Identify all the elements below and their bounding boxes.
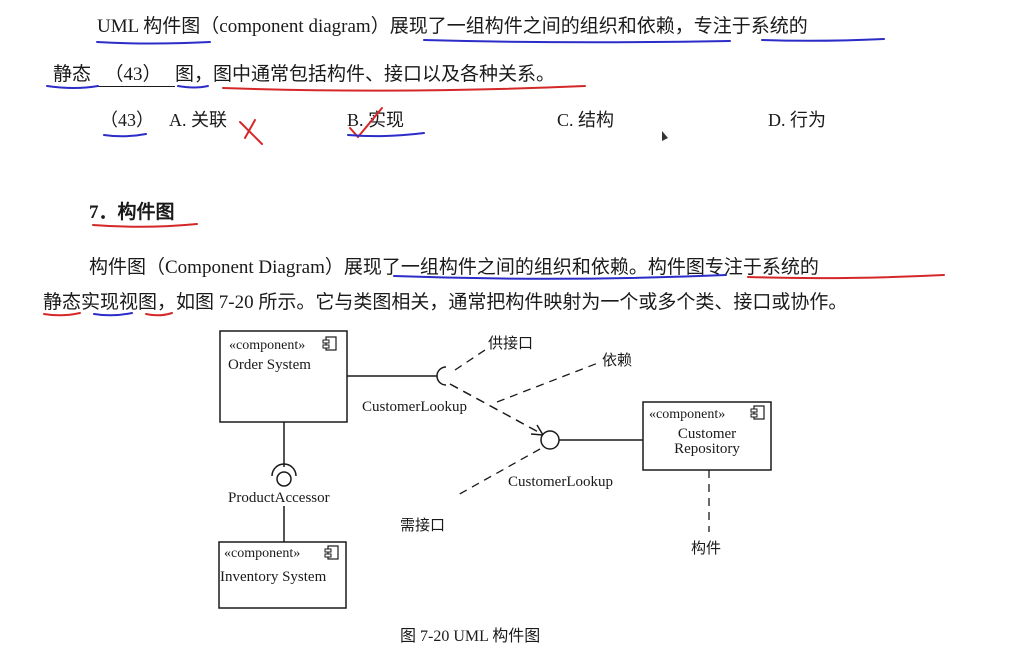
option-a: A. 关联 [169,110,227,130]
product-accessor-label: ProductAccessor [228,490,330,506]
component-icon [750,405,765,420]
underline-focus [761,38,885,42]
dependency-arrow [449,383,543,435]
order-system-name: Order System [228,357,311,373]
cross-mark-a [239,119,263,145]
question-line-1: UML 构件图（component diagram）展现了一组构件之间的组织和依… [97,11,808,38]
mouse-cursor-icon [662,131,668,141]
dependency-note: 依赖 [602,352,632,369]
question-line-1-part-3: 专注于系统的 [693,16,808,37]
customer-lookup-label-1: CustomerLookup [362,399,467,415]
underline-static [46,85,99,89]
options-number: （43） [100,110,154,130]
component-note: 构件 [691,540,721,557]
underline-43 [103,133,147,138]
question-line-2: 静态（43）图，图中通常包括构件、接口以及各种关系。 [53,59,555,87]
inventory-system-component [218,541,347,609]
customer-lookup-label-2: CustomerLookup [508,474,613,490]
underline-heading [92,223,198,228]
required-interface-socket [436,366,447,386]
underline-para-implementation [93,312,133,317]
underline-para-focus [747,274,945,280]
component-icon [324,545,339,560]
option-b: B. 实现 [347,110,405,130]
section-paragraph-line-2: 静态实现视图，如图 7-20 所示。它与类图相关，通常把构件映射为一个或多个类、… [43,292,848,313]
option-d: D. 行为 [768,110,826,130]
provided-interface-note: 供接口 [488,335,533,352]
question-line-1-part-2: 展现了一组构件之间的组织和依赖， [389,16,694,37]
underline-organization [423,39,731,44]
question-blank: （43） [91,59,176,87]
product-accessor-ball [276,471,292,487]
question-line-1-part-1: UML 构件图（component diagram） [97,16,390,37]
inventory-system-stereotype: «component» [224,546,300,561]
product-accessor-socket [271,463,297,477]
question-line-2-part-2: 图， [175,64,214,85]
inventory-system-name: Inventory System [220,569,327,585]
underline-para-organization [393,274,727,280]
check-mark-b [349,107,383,139]
customer-repository-component [642,401,772,471]
customer-repository-name-2: Repository [674,441,740,457]
section-paragraph-line-1: 构件图（Component Diagram）展现了一组构件之间的组织和依赖。构件… [89,257,819,278]
option-c: C. 结构 [557,110,615,130]
underline-relations [222,85,586,92]
figure-caption: 图 7-20 UML 构件图 [400,627,540,645]
question-line-2-part-3: 图中通常包括构件、接口以及各种关系。 [213,64,556,85]
order-system-stereotype: «component» [229,338,305,353]
underline-uml [96,41,211,45]
component-icon [322,336,337,351]
underline-b [347,132,425,138]
section-heading: 7．构件图 [89,202,175,223]
underline-diagram [177,85,209,89]
underline-para-view [145,312,173,317]
customer-repository-name-1: Customer [678,426,736,442]
customer-repository-stereotype: «component» [649,407,725,422]
question-line-2-part-1: 静态 [53,64,92,85]
required-interface-note: 需接口 [400,517,445,534]
underline-para-static [43,312,81,317]
provided-interface-ball [540,430,560,450]
